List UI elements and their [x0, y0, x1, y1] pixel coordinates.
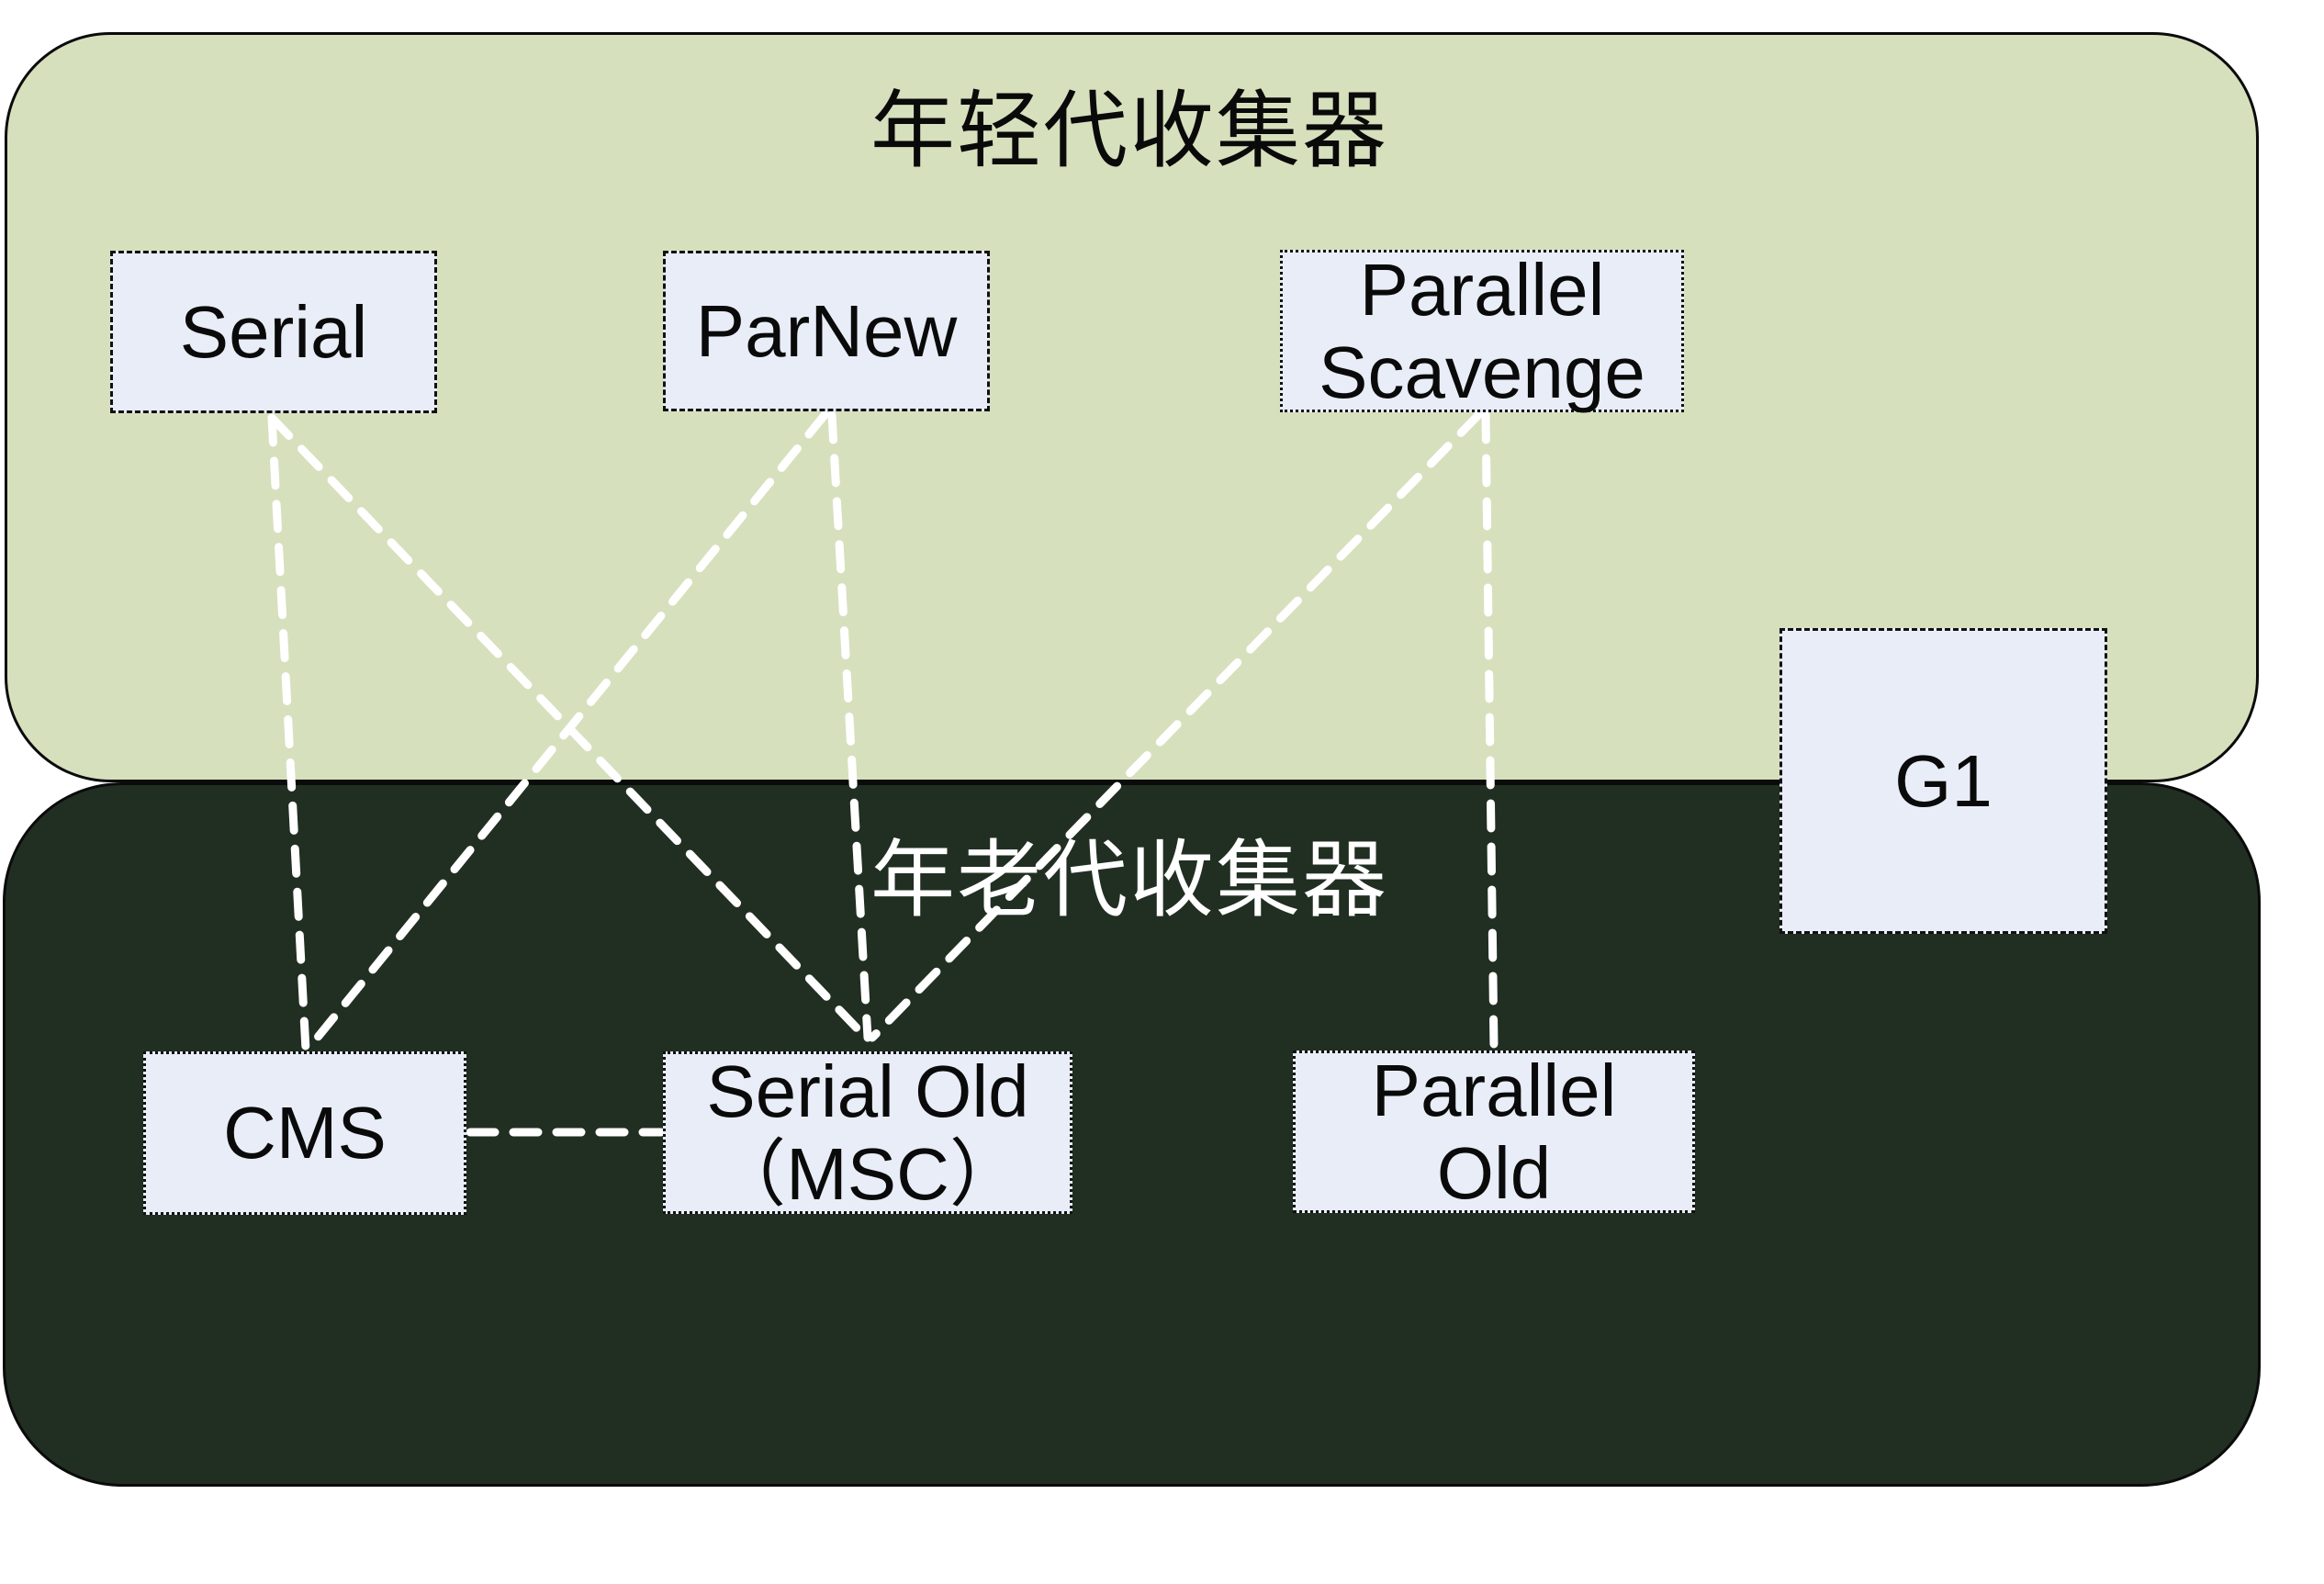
- node-g1: G1: [1779, 628, 2107, 934]
- node-parnew-label: ParNew: [695, 289, 958, 372]
- node-parallel-scavenge-label-line2: Scavenge: [1319, 331, 1645, 413]
- node-parallel-old-label-line2: Old: [1436, 1131, 1552, 1214]
- node-cms-label: CMS: [223, 1092, 387, 1174]
- node-cms: CMS: [143, 1051, 466, 1215]
- node-serial: Serial: [110, 251, 437, 413]
- edge-serial-to-cms: [267, 413, 310, 1054]
- node-serial-old-label-line1: Serial Old: [706, 1050, 1029, 1132]
- edge-parnew-to-cms: [303, 410, 829, 1054]
- node-parallel-scavenge-label-line1: Parallel: [1359, 248, 1605, 331]
- edge-parallel-scavenge-to-parallel-old: [1481, 410, 1499, 1053]
- node-parallel-old: Parallel Old: [1293, 1049, 1695, 1214]
- edge-parallel-scavenge-to-serial-old: [868, 410, 1483, 1042]
- node-g1-label: G1: [1894, 739, 1993, 822]
- node-parallel-old-label-line1: Parallel: [1371, 1049, 1617, 1131]
- young-generation-title: 年轻代收集器: [870, 84, 1388, 178]
- node-serial-old: Serial Old （MSC）: [663, 1050, 1072, 1215]
- node-serial-label: Serial: [179, 290, 368, 373]
- old-generation-title: 年老代收集器: [870, 834, 1388, 927]
- node-parnew: ParNew: [663, 251, 990, 411]
- edge-parnew-to-serial-old: [827, 410, 872, 1042]
- node-parallel-scavenge: Parallel Scavenge: [1280, 248, 1684, 413]
- node-serial-old-label-line2: （MSC）: [713, 1132, 1023, 1215]
